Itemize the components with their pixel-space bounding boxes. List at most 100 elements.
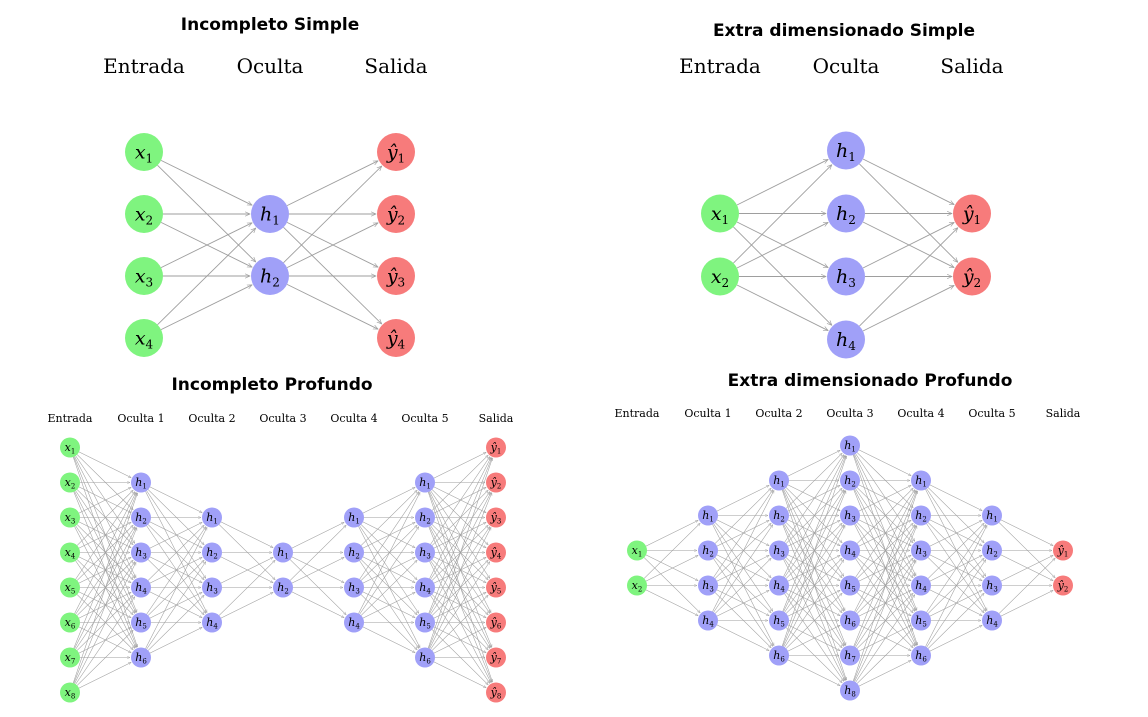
connection-arrow (76, 490, 133, 546)
neuron-label: h4 (348, 616, 360, 630)
connection-arrow (76, 489, 133, 545)
hidden-neuron (131, 542, 151, 563)
hidden-neuron (982, 505, 1002, 526)
connection-arrow (359, 492, 419, 580)
neuron-label: h2 (836, 203, 856, 227)
connection-arrow (785, 453, 842, 509)
connection-arrow (157, 228, 256, 325)
hidden-neuron (131, 507, 151, 528)
layer-header: Salida (364, 54, 427, 78)
hidden-neuron (982, 540, 1002, 561)
layer-header: Oculta 2 (755, 407, 802, 420)
connection-arrow (858, 660, 911, 687)
connection-arrow (645, 555, 698, 582)
connection-arrow (360, 490, 417, 546)
neuron-label: h2 (702, 544, 714, 558)
neuron-label: ŷ2 (490, 476, 502, 490)
connection-arrow (145, 527, 208, 649)
connection-arrow (433, 452, 486, 479)
hidden-neuron (840, 540, 860, 561)
neuron-label: h2 (277, 581, 289, 595)
neuron-label: h2 (915, 509, 927, 523)
hidden-neuron (415, 472, 435, 493)
input-neuron (60, 472, 80, 493)
neuron-label: h1 (419, 476, 431, 490)
connection-arrow (929, 625, 982, 652)
output-neuron (486, 437, 506, 458)
neuron-label: h3 (702, 579, 714, 593)
hidden-neuron (827, 131, 865, 170)
hidden-neuron (698, 540, 718, 561)
connection-arrow (645, 554, 698, 581)
hidden-neuron (251, 195, 289, 233)
neuron-label: h2 (348, 546, 360, 560)
hidden-neuron (415, 577, 435, 598)
connection-arrow (716, 485, 769, 512)
hidden-neuron (769, 540, 789, 561)
neuron-label: h6 (844, 614, 856, 628)
output-neuron (377, 195, 415, 233)
input-neuron (125, 195, 163, 233)
connection-arrow (858, 519, 911, 546)
neuron-label: h4 (986, 614, 998, 628)
neuron-label: h4 (135, 581, 147, 595)
connection-arrow (862, 285, 954, 332)
hidden-neuron (415, 507, 435, 528)
hidden-neuron (202, 542, 222, 563)
connection-arrow (714, 488, 771, 544)
neuron-label: ŷ5 (490, 581, 502, 595)
layer-header: Entrada (679, 54, 761, 78)
connection-arrow (785, 592, 842, 648)
neuron-label: ŷ7 (490, 651, 502, 665)
neuron-label: x3 (65, 511, 76, 525)
neuron-label: h2 (773, 509, 785, 523)
input-neuron (60, 507, 80, 528)
neuron-label: ŷ1 (1057, 544, 1069, 558)
neuron-label: h3 (206, 581, 218, 595)
connection-arrow (75, 492, 135, 580)
layer-header: Salida (940, 54, 1003, 78)
connection-arrow (286, 222, 378, 269)
hidden-neuron (202, 577, 222, 598)
hidden-neuron (827, 320, 865, 359)
panel-title: Incompleto Simple (181, 15, 359, 35)
hidden-neuron (415, 542, 435, 563)
layer-header: Oculta 4 (330, 412, 377, 425)
neuron-label: h1 (206, 511, 218, 525)
connection-arrow (218, 524, 275, 580)
hidden-neuron (131, 472, 151, 493)
connection-arrow (785, 627, 842, 683)
neuron-label: h6 (915, 649, 927, 663)
connections (643, 449, 1055, 687)
connection-arrow (149, 486, 202, 513)
output-neuron (486, 472, 506, 493)
neuron-label: h3 (773, 544, 785, 558)
connection-arrow (431, 594, 488, 650)
connection-arrow (785, 487, 842, 543)
connection-arrow (76, 630, 133, 686)
neuron-label: h4 (419, 581, 431, 595)
connection-arrow (1000, 554, 1053, 581)
neuron-label: h2 (206, 546, 218, 560)
hidden-neuron (840, 575, 860, 596)
output-neuron (486, 577, 506, 598)
panel-extra-dimensionado-profundo: Extra dimensionado Profundo Entrada Ocul… (615, 371, 1081, 701)
connection-arrow (431, 629, 488, 685)
neuron-label: h1 (986, 509, 998, 523)
connection-arrow (147, 595, 204, 651)
layer-header: Oculta 4 (897, 407, 944, 420)
neuron-label: h4 (702, 614, 714, 628)
neuron-label: h1 (260, 203, 280, 227)
connection-arrow (286, 160, 378, 207)
connection-arrow (360, 524, 417, 580)
layer-header: Entrada (615, 407, 660, 420)
hidden-neuron (131, 577, 151, 598)
input-neuron (701, 257, 739, 296)
neuron-label: x2 (632, 579, 643, 593)
connection-arrow (431, 455, 488, 511)
connection-arrow (149, 627, 202, 654)
neuron-label: h2 (419, 511, 431, 525)
connection-arrow (927, 523, 984, 579)
connection-arrow (362, 487, 415, 514)
